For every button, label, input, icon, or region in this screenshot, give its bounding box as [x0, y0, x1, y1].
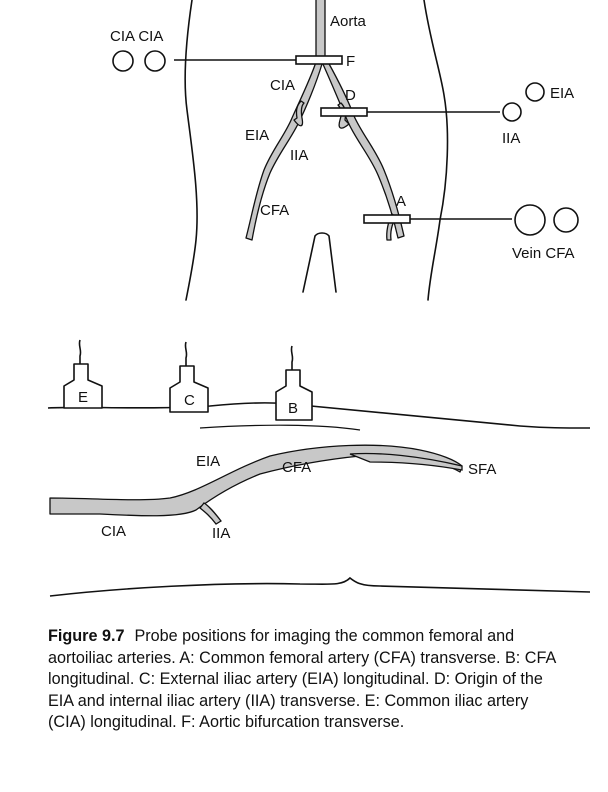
label-cia: CIA [270, 77, 295, 94]
label-vein-cfa: Vein CFA [512, 245, 575, 262]
probe-c [169, 341, 209, 413]
eia-cross-section [525, 82, 545, 102]
label-probe-a: A [396, 193, 406, 210]
posterior-contour [49, 576, 591, 597]
groin-outline [302, 232, 337, 293]
label-eia-right: EIA [550, 85, 574, 102]
probe-f-transducer [295, 55, 343, 65]
probe-d-transducer [320, 107, 368, 117]
label-iia-left: IIA [290, 147, 308, 164]
figure-illustration: Aorta CIA CIA F CIA D EIA IIA CFA A EIA … [47, 0, 591, 597]
iia-cross-section [502, 102, 522, 122]
subcutaneous-line [199, 424, 361, 431]
torso-right-outline [423, 0, 449, 301]
cia-cross-section-left [112, 50, 134, 72]
label-probe-d: D [345, 87, 356, 104]
probe-a-transducer [363, 214, 411, 224]
probe-e-label: E [78, 389, 88, 406]
right-iliac-vessel [321, 61, 405, 239]
label-bottom-cia: CIA [101, 523, 126, 540]
left-iia-vessel [293, 100, 305, 127]
aorta-vessel [315, 0, 326, 63]
label-probe-f: F [346, 53, 355, 70]
label-cia-pair: CIA CIA [110, 28, 163, 45]
label-iia-right: IIA [502, 130, 520, 147]
cia-cross-section-right [144, 50, 166, 72]
caption-text: Probe positions for imaging the common f… [48, 627, 556, 731]
label-cfa-left: CFA [260, 202, 289, 219]
probe-c-label: C [184, 392, 195, 409]
vein-cfa-cross-section [514, 204, 546, 236]
figure-label: Figure 9.7 [48, 627, 125, 645]
label-bottom-eia: EIA [196, 453, 220, 470]
artery-cfa-cross-section [553, 207, 579, 233]
label-aorta: Aorta [330, 13, 367, 30]
iia-branch-bottom [199, 502, 222, 525]
label-eia-left: EIA [245, 127, 269, 144]
label-bottom-sfa: SFA [468, 461, 496, 478]
skin-surface [47, 402, 591, 429]
probe-b [275, 345, 313, 421]
probe-e [63, 339, 103, 409]
label-bottom-cfa: CFA [282, 459, 311, 476]
torso-left-outline [184, 0, 198, 301]
label-bottom-iia: IIA [212, 525, 230, 542]
probe-b-label: B [288, 400, 298, 417]
sfa-branch [349, 452, 463, 471]
